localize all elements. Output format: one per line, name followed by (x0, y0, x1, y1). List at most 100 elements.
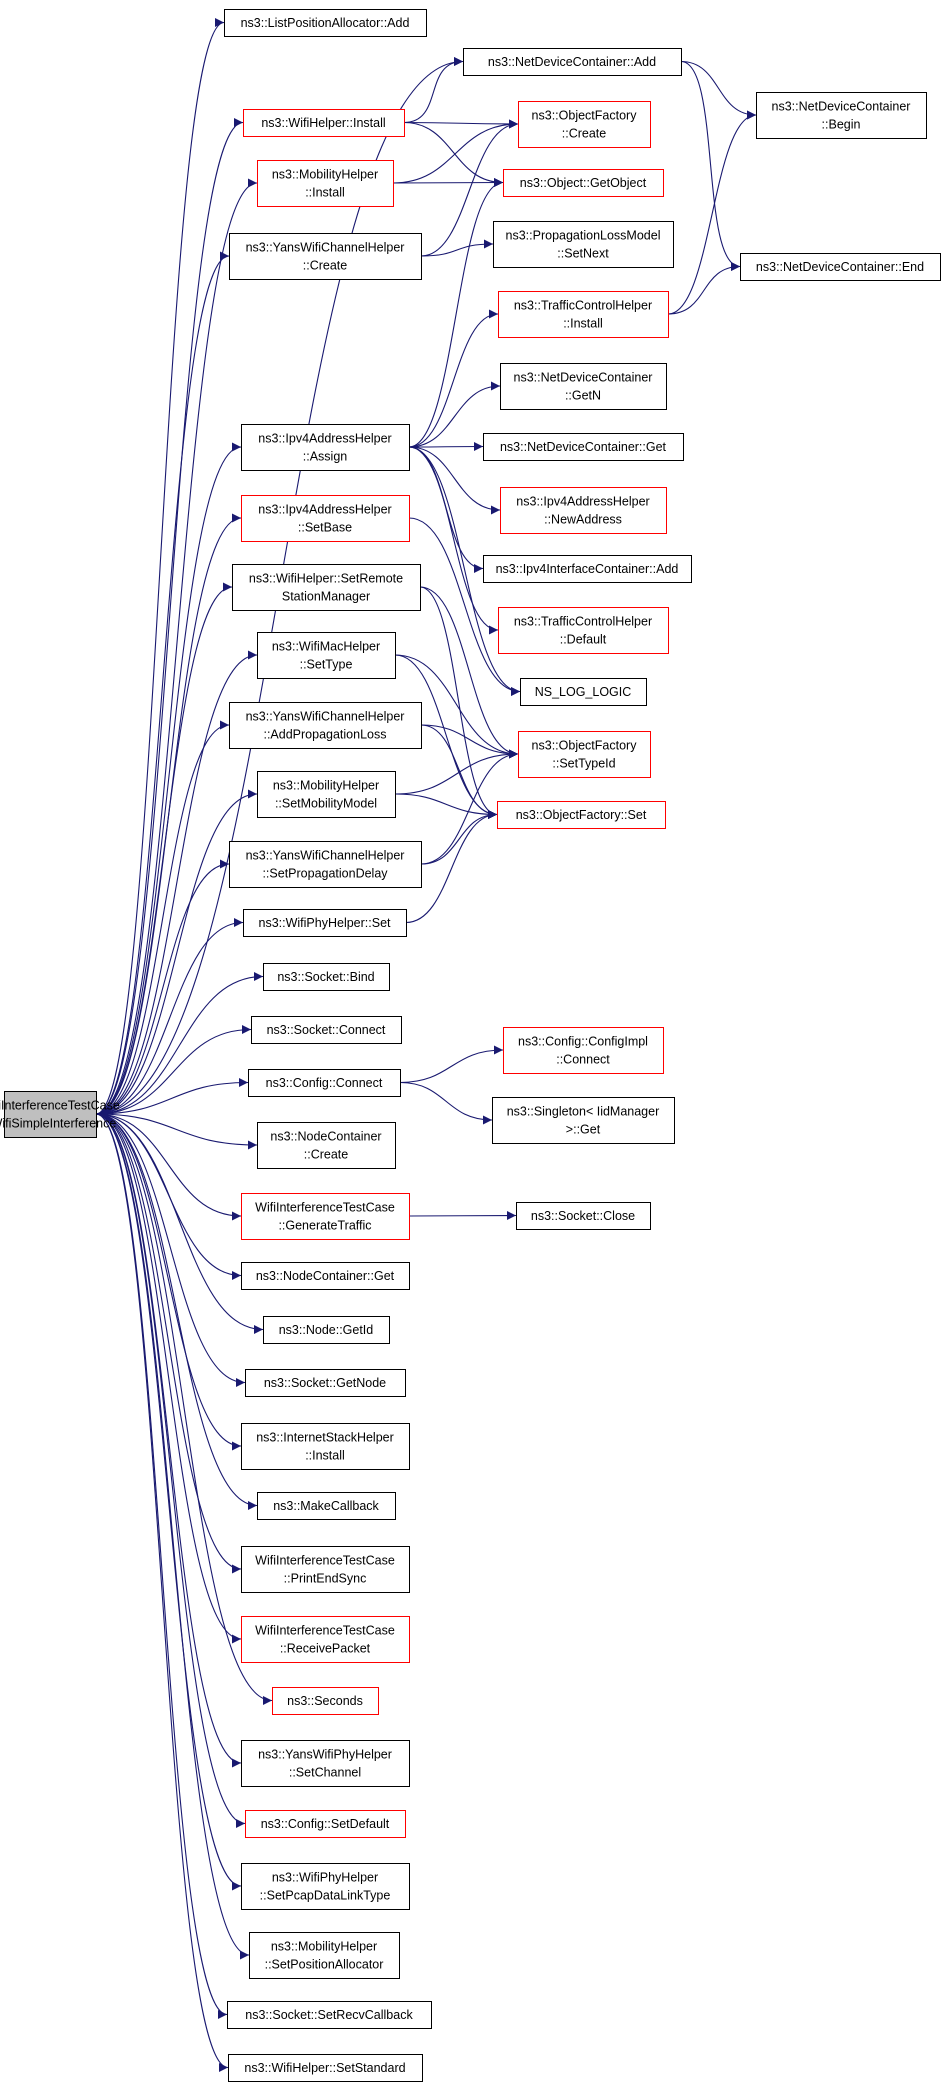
node-ns_log_logic[interactable]: NS_LOG_LOGIC (520, 678, 647, 706)
node-witc_receive[interactable]: WifiInterferenceTestCase::ReceivePacket (241, 1616, 410, 1663)
node-witc_gentraffic[interactable]: WifiInterferenceTestCase::GenerateTraffi… (241, 1193, 410, 1240)
node-label-ywph_setchannel-line-0: ns3::YansWifiPhyHelper (258, 1748, 392, 1762)
node-box-of_settypeid (518, 731, 651, 778)
node-label-of_set-line-0: ns3::ObjectFactory::Set (516, 808, 647, 822)
node-ndc_begin[interactable]: ns3::NetDeviceContainer::Begin (756, 92, 927, 139)
node-node_getid[interactable]: ns3::Node::GetId (263, 1316, 390, 1344)
node-ipv4_newaddress[interactable]: ns3::Ipv4AddressHelper::NewAddress (500, 487, 667, 534)
node-ipv4_assign[interactable]: ns3::Ipv4AddressHelper::Assign (241, 424, 410, 471)
node-ywch_addprop[interactable]: ns3::YansWifiChannelHelper::AddPropagati… (229, 702, 422, 749)
node-witc_printend[interactable]: WifiInterferenceTestCase::PrintEndSync (241, 1546, 410, 1593)
node-box-witc_receive (241, 1616, 410, 1663)
node-nc_create[interactable]: ns3::NodeContainer::Create (257, 1122, 396, 1169)
edge-ipv4_assign-to-ns_log_logic (408, 446, 521, 696)
node-socket_getnode[interactable]: ns3::Socket::GetNode (245, 1369, 406, 1397)
edge-root-to-socket_getnode (95, 1113, 246, 1387)
node-label-mobility_install-line-0: ns3::MobilityHelper (272, 168, 378, 182)
node-box-socket_bind (263, 963, 390, 991)
node-cfg_connect_impl[interactable]: ns3::Config::ConfigImpl::Connect (503, 1027, 664, 1074)
node-box-ndc_end (740, 253, 941, 281)
node-label-witc_receive-line-1: ::ReceivePacket (280, 1642, 371, 1656)
edge-root-to-ywch_create (95, 251, 230, 1115)
node-config_setdefault[interactable]: ns3::Config::SetDefault (245, 1810, 406, 1838)
node-ipv4ic_add[interactable]: ns3::Ipv4InterfaceContainer::Add (483, 555, 692, 583)
node-lpa_add[interactable]: ns3::ListPositionAllocator::Add (224, 9, 427, 37)
node-mh_setmobility[interactable]: ns3::MobilityHelper::SetMobilityModel (257, 771, 396, 818)
node-box-seconds (272, 1687, 379, 1715)
node-label-ish_install-line-0: ns3::InternetStackHelper (256, 1431, 394, 1445)
node-box-wh_setremote (232, 564, 421, 611)
node-ipv4_setbase[interactable]: ns3::Ipv4AddressHelper::SetBase (241, 495, 410, 542)
node-of_set[interactable]: ns3::ObjectFactory::Set (497, 801, 666, 829)
nodes-layer: WifiInterferenceTestCase::WifiSimpleInte… (0, 9, 941, 2082)
node-box-socket_setrecv (227, 2001, 432, 2029)
node-label-node_getid-line-0: ns3::Node::GetId (279, 1323, 374, 1337)
node-ywph_setchannel[interactable]: ns3::YansWifiPhyHelper::SetChannel (241, 1740, 410, 1787)
node-label-root-line-1: ::WifiSimpleInterference (0, 1117, 116, 1131)
node-box-ish_install (241, 1423, 410, 1470)
node-tch_install[interactable]: ns3::TrafficControlHelper::Install (498, 291, 669, 338)
node-config_connect[interactable]: ns3::Config::Connect (248, 1069, 401, 1097)
node-singleton_get[interactable]: ns3::Singleton< IidManager>::Get (492, 1097, 675, 1144)
node-wifihelper_install[interactable]: ns3::WifiHelper::Install (243, 109, 405, 137)
node-box-nc_get (241, 1262, 410, 1290)
node-of_settypeid[interactable]: ns3::ObjectFactory::SetTypeId (518, 731, 651, 778)
edge-ipv4_assign-to-tch_install (408, 309, 499, 448)
node-socket_setrecv[interactable]: ns3::Socket::SetRecvCallback (227, 2001, 432, 2029)
node-label-nc_get-line-0: ns3::NodeContainer::Get (256, 1269, 395, 1283)
node-ndc_end[interactable]: ns3::NetDeviceContainer::End (740, 253, 941, 281)
node-label-ndc_add-line-0: ns3::NetDeviceContainer::Add (488, 55, 656, 69)
edge-root-to-wh_setstandard (95, 1113, 229, 2072)
node-label-ipv4_assign-line-1: ::Assign (303, 450, 348, 464)
node-label-ndc_getn-line-1: ::GetN (565, 389, 601, 403)
node-mobility_install[interactable]: ns3::MobilityHelper::Install (257, 160, 394, 207)
node-label-ipv4_newaddress-line-0: ns3::Ipv4AddressHelper (516, 495, 649, 509)
node-label-wh_setstandard-line-0: ns3::WifiHelper::SetStandard (244, 2061, 405, 2075)
node-box-mh_setposalloc (249, 1932, 400, 1979)
node-ywch_setpropdelay[interactable]: ns3::YansWifiChannelHelper::SetPropagati… (229, 841, 422, 888)
node-seconds[interactable]: ns3::Seconds (272, 1687, 379, 1715)
node-label-seconds-line-0: ns3::Seconds (287, 1694, 363, 1708)
edge-config_connect-to-singleton_get (399, 1081, 493, 1125)
edge-ywch_create-to-of_create (420, 119, 519, 257)
node-box-witc_printend (241, 1546, 410, 1593)
node-label-of_settypeid-line-0: ns3::ObjectFactory (532, 739, 638, 753)
node-wmh_settype[interactable]: ns3::WifiMacHelper::SetType (257, 632, 396, 679)
node-root[interactable]: WifiInterferenceTestCase::WifiSimpleInte… (0, 1091, 120, 1138)
node-box-ipv4_assign (241, 424, 410, 471)
node-socket_close[interactable]: ns3::Socket::Close (516, 1202, 651, 1230)
node-label-of_settypeid-line-1: ::SetTypeId (552, 757, 615, 771)
edge-ywch_setpropdelay-to-of_settypeid (420, 749, 519, 865)
edge-root-to-socket_bind (95, 972, 264, 1115)
node-socket_bind[interactable]: ns3::Socket::Bind (263, 963, 390, 991)
node-box-ywch_create (229, 233, 422, 280)
node-tch_default[interactable]: ns3::TrafficControlHelper::Default (498, 607, 669, 654)
node-makecallback[interactable]: ns3::MakeCallback (257, 1492, 396, 1520)
node-label-ywch_addprop-line-0: ns3::YansWifiChannelHelper (246, 710, 405, 724)
node-ndc_getn[interactable]: ns3::NetDeviceContainer::GetN (500, 363, 667, 410)
node-ndc_get[interactable]: ns3::NetDeviceContainer::Get (483, 433, 684, 461)
node-wph_set[interactable]: ns3::WifiPhyHelper::Set (243, 909, 407, 937)
node-mh_setposalloc[interactable]: ns3::MobilityHelper::SetPositionAllocato… (249, 1932, 400, 1979)
node-label-ywch_create-line-0: ns3::YansWifiChannelHelper (246, 241, 405, 255)
node-label-ipv4_setbase-line-1: ::SetBase (298, 521, 352, 535)
node-wh_setstandard[interactable]: ns3::WifiHelper::SetStandard (228, 2054, 423, 2082)
node-label-socket_getnode-line-0: ns3::Socket::GetNode (264, 1376, 386, 1390)
node-of_create[interactable]: ns3::ObjectFactory::Create (518, 101, 651, 148)
node-ish_install[interactable]: ns3::InternetStackHelper::Install (241, 1423, 410, 1470)
edge-root-to-makecallback (95, 1113, 258, 1510)
edge-wh_setremote-to-of_set (419, 586, 498, 819)
node-wph_setpcap[interactable]: ns3::WifiPhyHelper::SetPcapDataLinkType (241, 1863, 410, 1910)
node-box-wmh_settype (257, 632, 396, 679)
node-label-ndc_getn-line-0: ns3::NetDeviceContainer (514, 371, 653, 385)
node-ywch_create[interactable]: ns3::YansWifiChannelHelper::Create (229, 233, 422, 280)
node-box-config_connect (248, 1069, 401, 1097)
node-nc_get[interactable]: ns3::NodeContainer::Get (241, 1262, 410, 1290)
node-plm_setnext[interactable]: ns3::PropagationLossModel::SetNext (493, 221, 674, 268)
node-object_getobject[interactable]: ns3::Object::GetObject (503, 169, 664, 197)
node-ndc_add[interactable]: ns3::NetDeviceContainer::Add (463, 48, 682, 76)
edge-root-to-socket_connect (95, 1025, 252, 1115)
node-socket_connect[interactable]: ns3::Socket::Connect (251, 1016, 402, 1044)
